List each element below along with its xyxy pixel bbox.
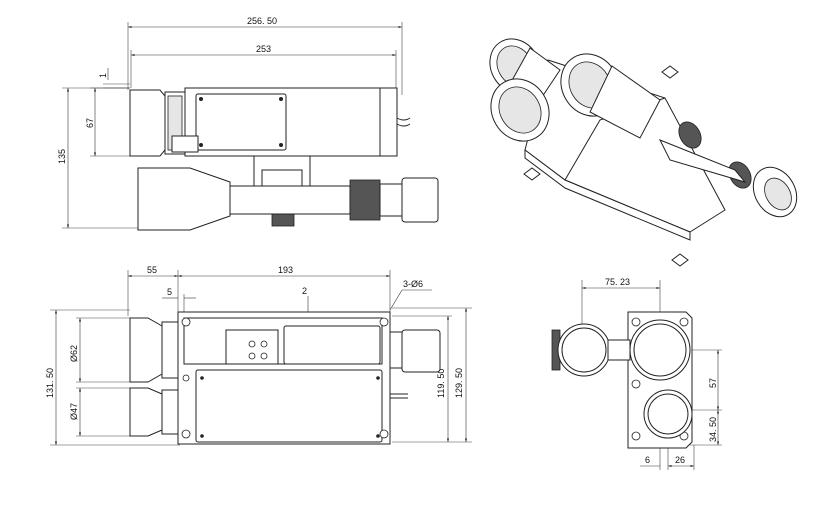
dim-right-offset: 26 xyxy=(675,455,685,465)
dim-height: 135 xyxy=(57,149,67,164)
dim-lower-spacing: 34. 50 xyxy=(708,417,718,442)
dim-lower-lens-dia: Ø47 xyxy=(69,403,79,420)
dim-upper-lens-dia: Ø62 xyxy=(69,345,79,362)
isometric-view xyxy=(489,38,798,267)
top-view: 55 193 5 2 3-Ø6 131. 50 Ø62 Ø47 119. 50 xyxy=(45,265,472,446)
dim-offset: 1 xyxy=(98,73,108,78)
dim-lens-offset: 55 xyxy=(147,265,157,275)
dim-overall-length: 256. 50 xyxy=(247,16,277,26)
dim-lens-height: 67 xyxy=(85,118,95,128)
dim-outer-height: 129. 50 xyxy=(454,368,464,398)
dim-housing-length: 253 xyxy=(256,44,271,54)
dim-left-offset: 6 xyxy=(645,455,650,465)
dim-wall: 2 xyxy=(302,286,307,296)
dim-width: 75. 23 xyxy=(605,277,630,287)
side-view: 256. 50 253 1 67 135 xyxy=(57,16,439,231)
dim-holes: 3-Ø6 xyxy=(403,279,423,289)
dim-body-length: 193 xyxy=(278,265,293,275)
dim-inner-height: 119. 50 xyxy=(436,369,446,398)
dim-upper-spacing: 57 xyxy=(708,378,718,388)
dim-gap: 5 xyxy=(167,287,172,297)
front-view: 75. 23 57 34. 50 6 26 xyxy=(551,277,722,470)
dim-height-total: 131. 50 xyxy=(45,368,55,398)
